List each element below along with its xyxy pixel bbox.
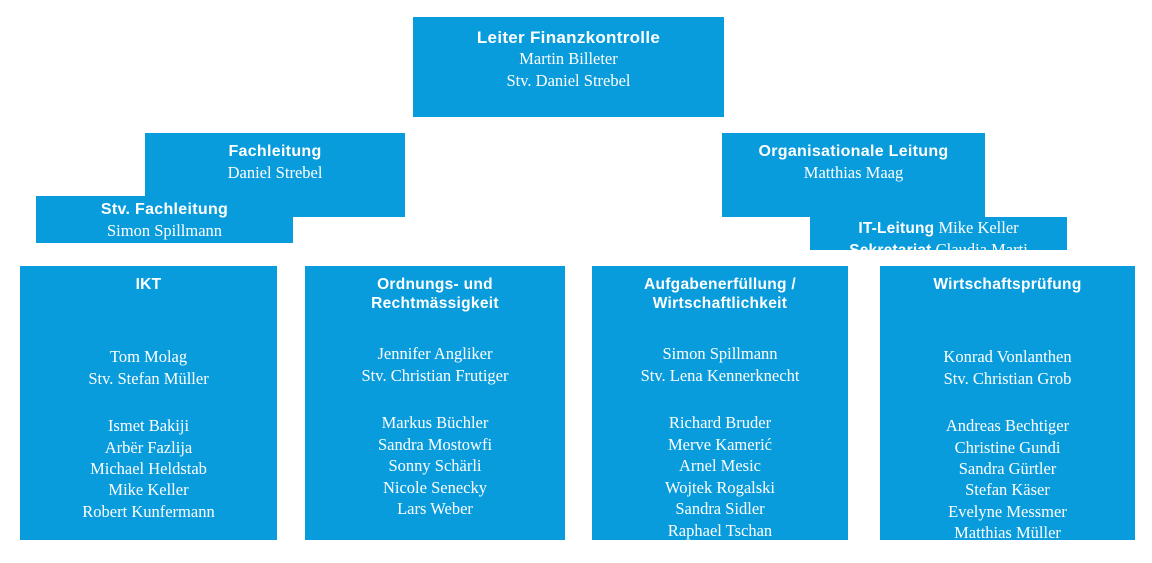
department-aufgabenerfuellung-wirtschaftlichkeit[interactable]: Aufgabenerfüllung / Wirtschaftlichkeit S… (592, 266, 848, 540)
member: Markus Büchler (381, 413, 489, 433)
node-name: Matthias Maag (803, 162, 904, 182)
role-label: Sekretariat (849, 241, 932, 259)
department-lead: Simon Spillmann (662, 344, 778, 364)
member: Mike Keller (108, 480, 189, 500)
member: Richard Bruder (668, 413, 772, 433)
department-members: Markus Büchler Sandra Mostowfi Sonny Sch… (311, 412, 559, 519)
node-title: Leiter Finanzkontrolle (476, 28, 661, 47)
member: Matthias Müller (954, 523, 1061, 543)
role-sekretariat: Sekretariat Claudia Marti (810, 239, 1067, 261)
member: Lars Weber (397, 499, 473, 519)
department-title-line: IKT (135, 276, 162, 293)
department-title: Wirtschaftsprüfung (886, 275, 1129, 294)
member: Nicole Senecky (382, 477, 487, 497)
member: Andreas Bechtiger (945, 416, 1070, 436)
member: Sandra Sidler (675, 499, 765, 519)
department-title-line: Rechtmässigkeit (371, 295, 499, 313)
department-lead: Jennifer Angliker (377, 344, 493, 364)
role-name: Claudia Marti (935, 239, 1028, 259)
member: Merve Kamerić (668, 434, 772, 454)
department-leads: Konrad Vonlanthen Stv. Christian Grob (886, 346, 1129, 389)
member: Christine Gundi (954, 437, 1061, 457)
department-title-line: Wirtschaftsprüfung (933, 276, 1082, 293)
member: Wojtek Rogalski (664, 477, 776, 497)
department-deputy: Stv. Christian Grob (943, 368, 1072, 388)
member: Sandra Mostowfi (377, 434, 493, 454)
department-members: Andreas Bechtiger Christine Gundi Sandra… (886, 415, 1129, 544)
department-leads: Tom Molag Stv. Stefan Müller (26, 346, 271, 389)
node-name: Simon Spillmann (106, 220, 223, 240)
member: Raphael Tschan (667, 520, 773, 540)
department-title-line: Wirtschaftlichkeit (652, 295, 788, 313)
department-ordnungs-und-rechtmaessigkeit[interactable]: Ordnungs- und Rechtmässigkeit Jennifer A… (305, 266, 565, 540)
department-leads: Jennifer Angliker Stv. Christian Frutige… (311, 343, 559, 386)
department-wirtschaftspruefung[interactable]: Wirtschaftsprüfung Konrad Vonlanthen Stv… (880, 266, 1135, 542)
member: Ismet Bakiji (107, 416, 190, 436)
role-name: Mike Keller (938, 218, 1019, 237)
department-deputy: Stv. Christian Frutiger (361, 365, 509, 385)
department-lead: Tom Molag (109, 347, 188, 367)
node-title: Stv. Fachleitung (100, 201, 229, 218)
department-deputy: Stv. Stefan Müller (88, 368, 209, 388)
department-title: Ordnungs- und Rechtmässigkeit (311, 275, 559, 313)
node-deputy: Stv. Daniel Strebel (506, 70, 631, 90)
node-title: Fachleitung (228, 143, 322, 160)
department-title-line: Aufgabenerfüllung / (643, 276, 797, 293)
department-deputy: Stv. Lena Kennerknecht (640, 365, 800, 385)
member: Sonny Schärli (388, 456, 482, 476)
node-name: Martin Billeter (519, 49, 618, 69)
department-leads: Simon Spillmann Stv. Lena Kennerknecht (598, 343, 842, 386)
member: Stefan Käser (965, 480, 1050, 500)
department-title: Aufgabenerfüllung / Wirtschaftlichkeit (598, 275, 842, 313)
node-it-leitung-sekretariat[interactable]: IT-Leitung Mike Keller Sekretariat Claud… (810, 217, 1067, 259)
department-ikt[interactable]: IKT Tom Molag Stv. Stefan Müller Ismet B… (20, 266, 277, 540)
member: Sandra Gürtler (958, 458, 1057, 478)
node-organisationale-leitung[interactable]: Organisationale Leitung Matthias Maag (722, 133, 985, 217)
member: Evelyne Messmer (948, 501, 1067, 521)
department-lead: Konrad Vonlanthen (943, 347, 1072, 367)
department-members: Ismet Bakiji Arbër Fazlija Michael Helds… (26, 415, 271, 522)
node-leiter-finanzkontrolle[interactable]: Leiter Finanzkontrolle Martin Billeter S… (413, 17, 724, 117)
node-stv-fachleitung[interactable]: Stv. Fachleitung Simon Spillmann (36, 196, 293, 243)
node-title: Organisationale Leitung (758, 143, 949, 160)
member: Michael Heldstab (90, 458, 207, 478)
department-title-line: Ordnungs- und (377, 276, 493, 293)
department-title: IKT (26, 275, 271, 294)
member: Robert Kunfermann (82, 501, 215, 521)
department-members: Richard Bruder Merve Kamerić Arnel Mesic… (598, 412, 842, 541)
member: Arbër Fazlija (104, 437, 193, 457)
member: Arnel Mesic (678, 456, 762, 476)
node-name: Daniel Strebel (227, 162, 323, 182)
role-label: IT-Leitung (858, 220, 935, 237)
role-it-leitung: IT-Leitung Mike Keller (810, 217, 1067, 239)
